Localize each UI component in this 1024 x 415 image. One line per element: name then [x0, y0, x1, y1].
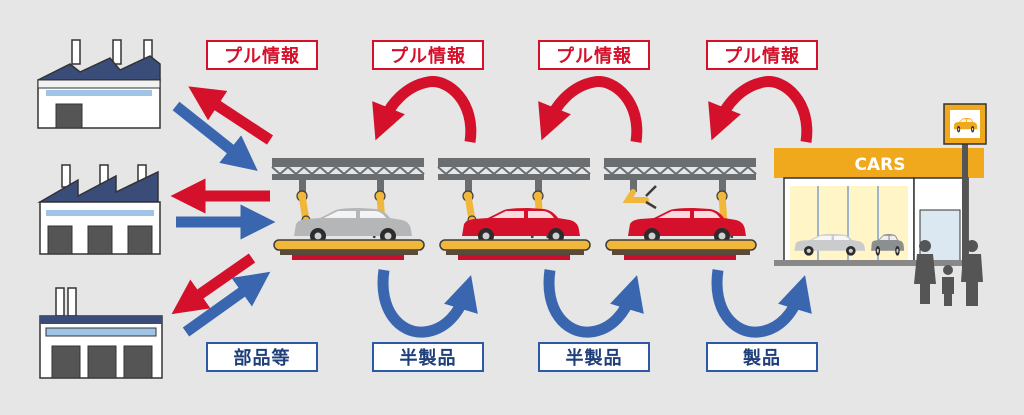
conveyor-icon	[605, 239, 757, 261]
pull-info-label: プル情報	[206, 40, 318, 70]
factory-icon	[39, 287, 163, 379]
family-icon	[914, 240, 983, 306]
pull-info-label: プル情報	[706, 40, 818, 70]
factory-icon	[37, 164, 161, 255]
factory-exchange-arrows	[170, 86, 276, 337]
goods-flow-arrows	[377, 269, 812, 338]
pull-info-label: プル情報	[372, 40, 484, 70]
pull-info-arrows	[372, 76, 813, 143]
conveyor-icon	[439, 239, 591, 261]
semi-finished-label: 半製品	[538, 342, 650, 372]
dealer-sign: CARS	[855, 155, 906, 175]
parts-label: 部品等	[206, 342, 318, 372]
car-icon	[628, 208, 746, 244]
assembly-station	[437, 157, 591, 261]
pull-info-label: プル情報	[538, 40, 650, 70]
car-icon	[462, 208, 580, 244]
car-icon	[294, 208, 412, 244]
factory-icon	[37, 39, 161, 129]
semi-finished-label: 半製品	[372, 342, 484, 372]
conveyor-icon	[273, 239, 425, 261]
assembly-station	[271, 157, 425, 261]
product-label: 製品	[706, 342, 818, 372]
assembly-station	[603, 157, 757, 261]
robot-arm-icon	[622, 180, 657, 210]
dealership-icon: CARS	[774, 103, 987, 280]
